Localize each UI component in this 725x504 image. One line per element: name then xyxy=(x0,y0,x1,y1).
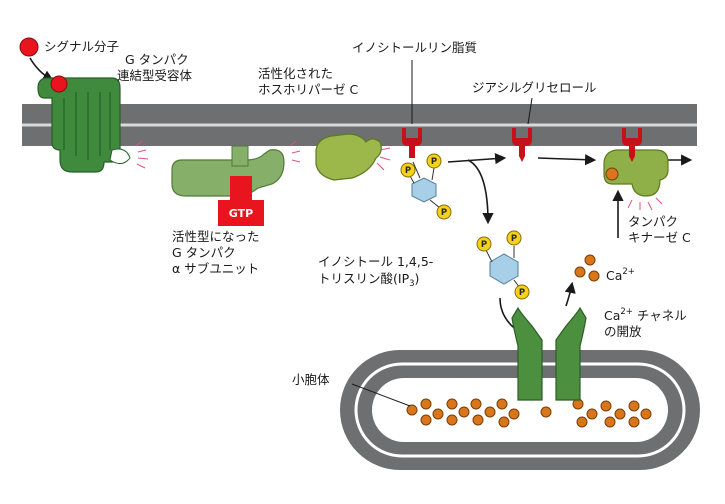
gtp-block: GTP xyxy=(218,176,264,226)
receptor-label-1: G タンパク xyxy=(125,52,189,67)
pkc-label-2: キナーゼ C xyxy=(628,230,691,245)
gtp-label: GTP xyxy=(229,207,253,220)
pkc-label-1: タンパク xyxy=(628,214,678,229)
ip3-label-2: トリスリン酸(IP3) xyxy=(318,271,419,289)
inositol-lipid-label: イノシトールリン脂質 xyxy=(352,40,477,55)
gpcr-receptor: G タンパク 連結型受容体 xyxy=(37,52,193,173)
plc-label-2: ホスホリパーゼ C xyxy=(258,82,358,97)
activation-glow-4 xyxy=(627,197,663,211)
phosphate-label: P xyxy=(441,208,447,218)
phosphate-label: P xyxy=(481,240,487,250)
g-alpha-subunit xyxy=(171,145,285,197)
g-alpha-label-2: G タンパク xyxy=(172,245,236,260)
g-alpha-label-3: α サブユニット xyxy=(172,261,259,276)
phosphate-label: P xyxy=(519,288,525,298)
activation-glow-1 xyxy=(135,140,149,169)
signal-molecule: シグナル分子 xyxy=(19,37,119,82)
er-calcium-store xyxy=(406,398,652,428)
released-calcium: Ca2+ xyxy=(574,254,635,283)
er-leader xyxy=(351,383,411,407)
calcium-label: Ca2+ xyxy=(606,267,635,283)
protein-kinase-c xyxy=(603,128,669,197)
ip3-molecule: P P P xyxy=(476,230,530,300)
phosphate-label: P xyxy=(405,166,411,176)
signal-molecule-label: シグナル分子 xyxy=(44,39,119,54)
channel-label-2: の開放 xyxy=(604,324,642,339)
ip3-label-1: イノシトール 1,4,5- xyxy=(318,254,433,269)
calcium-channel xyxy=(511,306,587,401)
channel-label-1: Ca2+ チャネル xyxy=(604,307,687,323)
activation-glow-2 xyxy=(289,140,301,163)
receptor-label-2: 連結型受容体 xyxy=(117,68,193,83)
phospholipase-c xyxy=(315,133,382,181)
phosphate-label: P xyxy=(511,234,517,244)
dag-leader xyxy=(527,97,533,125)
activation-glow-3 xyxy=(376,147,391,171)
pathway-arrows xyxy=(447,153,693,338)
g-alpha-label-1: 活性型になった xyxy=(172,229,260,244)
inositol-phospholipid: P P P xyxy=(400,128,452,220)
diacylglycerol xyxy=(512,128,532,162)
er-label: 小胞体 xyxy=(292,372,330,387)
dag-label: ジアシルグリセロール xyxy=(472,80,597,95)
plc-label-1: 活性化された xyxy=(258,66,333,81)
phosphate-label: P xyxy=(431,157,437,167)
